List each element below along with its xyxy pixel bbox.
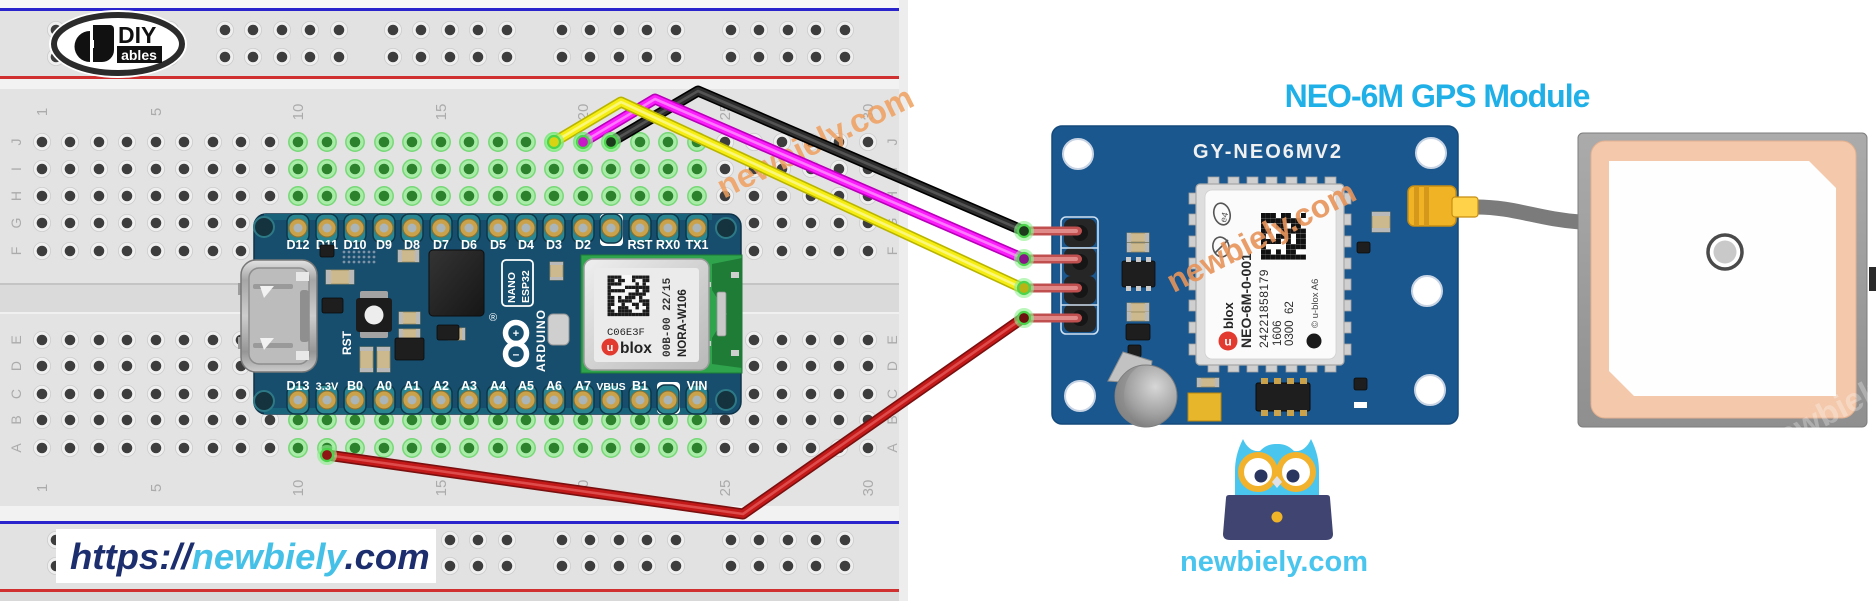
svg-text:NEO-6M GPS Module: NEO-6M GPS Module [1285, 78, 1590, 114]
svg-text:D8: D8 [404, 238, 420, 252]
svg-text:15: 15 [433, 104, 450, 121]
svg-text:https://newbiely.com: https://newbiely.com [70, 536, 430, 577]
svg-text:VBUS: VBUS [596, 381, 625, 393]
svg-text:VIN: VIN [687, 379, 708, 393]
svg-text:1: 1 [34, 484, 51, 492]
svg-text:+: + [513, 328, 519, 340]
svg-text:H: H [8, 191, 24, 201]
svg-text:3.3V: 3.3V [316, 381, 339, 393]
svg-text:0300 62: 0300 62 [1284, 301, 1296, 346]
svg-text:blox: blox [1221, 302, 1236, 329]
svg-text:u: u [1224, 335, 1231, 349]
svg-text:ESP32: ESP32 [520, 270, 532, 303]
svg-text:NORA-W106: NORA-W106 [677, 289, 689, 357]
svg-text:10: 10 [290, 104, 307, 121]
svg-text:D9: D9 [376, 238, 392, 252]
svg-text:D: D [8, 361, 24, 371]
svg-text:J: J [884, 139, 900, 146]
svg-text:ARDUINO: ARDUINO [534, 309, 548, 372]
svg-text:E: E [8, 335, 24, 344]
svg-text:30: 30 [860, 104, 877, 121]
svg-text:D10: D10 [344, 238, 367, 252]
svg-text:D2: D2 [575, 238, 591, 252]
svg-text:D5: D5 [490, 238, 506, 252]
svg-text:DIY: DIY [118, 22, 156, 48]
svg-text:B: B [884, 415, 900, 424]
svg-text:1: 1 [34, 108, 51, 116]
svg-text:C06E3F: C06E3F [607, 327, 645, 339]
svg-text:–: – [513, 347, 520, 361]
svg-text:A4: A4 [490, 379, 506, 393]
svg-text:NANO: NANO [506, 272, 518, 303]
svg-text:F: F [8, 247, 24, 256]
svg-text:e4: e4 [1218, 211, 1230, 223]
svg-text:A7: A7 [575, 379, 591, 393]
svg-text:D4: D4 [518, 238, 534, 252]
svg-text:RX0: RX0 [656, 238, 680, 252]
svg-text:B: B [8, 415, 24, 424]
svg-text:A: A [8, 443, 24, 453]
svg-text:ables: ables [121, 47, 157, 63]
svg-text:1606: 1606 [1272, 320, 1284, 346]
svg-text:A1: A1 [404, 379, 420, 393]
svg-text:I: I [8, 167, 24, 171]
svg-text:F: F [884, 247, 900, 256]
svg-text:B1: B1 [632, 379, 648, 393]
svg-text:C: C [8, 389, 24, 399]
svg-text:RST: RST [340, 330, 354, 355]
svg-text:NEO-6M-0-001: NEO-6M-0-001 [1238, 253, 1254, 348]
svg-text:© u-blox A6: © u-blox A6 [1310, 279, 1321, 328]
svg-text:RST: RST [628, 238, 653, 252]
svg-text:D12: D12 [287, 238, 310, 252]
svg-text:10: 10 [290, 480, 307, 497]
svg-text:A5: A5 [518, 379, 534, 393]
svg-text:newbiely.com: newbiely.com [1180, 546, 1368, 578]
svg-text:15: 15 [433, 480, 450, 497]
svg-text:25: 25 [717, 480, 734, 497]
svg-text:J: J [8, 139, 24, 146]
svg-text:C: C [884, 389, 900, 399]
svg-text:5: 5 [148, 484, 165, 492]
svg-text:A6: A6 [546, 379, 562, 393]
svg-text:A3: A3 [461, 379, 477, 393]
svg-text:30: 30 [860, 480, 877, 497]
svg-text:D6: D6 [461, 238, 477, 252]
svg-text:u: u [607, 342, 614, 354]
svg-text:blox: blox [620, 340, 652, 357]
svg-text:24221858179: 24221858179 [1257, 269, 1271, 348]
svg-text:00B-00 22/15: 00B-00 22/15 [662, 277, 674, 357]
svg-text:D7: D7 [433, 238, 449, 252]
svg-text:G: G [8, 218, 24, 229]
svg-text:D13: D13 [287, 379, 310, 393]
svg-text:5: 5 [148, 108, 165, 116]
svg-text:A0: A0 [376, 379, 392, 393]
svg-text:B0: B0 [347, 379, 363, 393]
svg-text:A2: A2 [433, 379, 449, 393]
svg-text:A: A [884, 443, 900, 453]
svg-text:D3: D3 [546, 238, 562, 252]
svg-text:TX1: TX1 [686, 238, 709, 252]
svg-text:D: D [884, 361, 900, 371]
svg-text:E: E [884, 335, 900, 344]
svg-text:GY-NEO6MV2: GY-NEO6MV2 [1193, 141, 1343, 163]
svg-text:®: ® [489, 312, 497, 324]
